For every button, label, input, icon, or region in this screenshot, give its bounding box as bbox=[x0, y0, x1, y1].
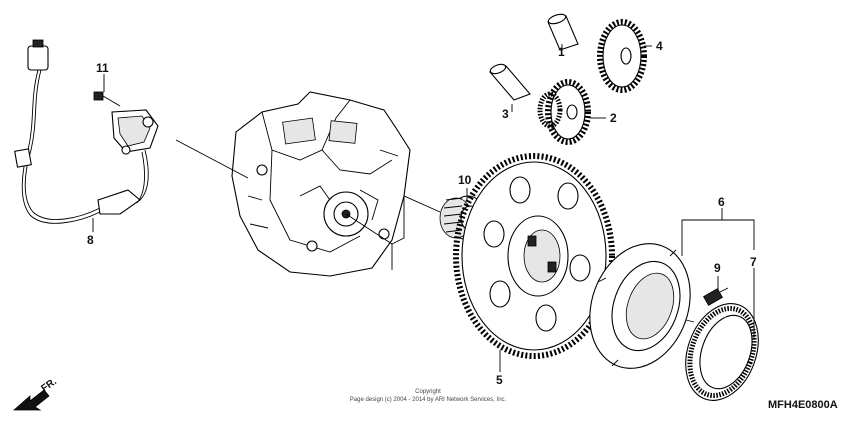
shaft-1[interactable] bbox=[547, 12, 579, 51]
callout-6: 6 bbox=[718, 195, 725, 209]
diagram-code: MFH4E0800A bbox=[768, 399, 838, 411]
sensor-harness[interactable] bbox=[14, 39, 149, 224]
callout-11: 11 bbox=[96, 61, 109, 75]
front-arrow-icon bbox=[12, 389, 50, 411]
shaft-3[interactable] bbox=[489, 63, 531, 101]
reduction-gear-2[interactable] bbox=[537, 79, 591, 145]
sensor-bracket[interactable] bbox=[111, 109, 159, 155]
callout-7: 7 bbox=[750, 255, 757, 269]
callout-8: 8 bbox=[87, 233, 94, 247]
bolt-11[interactable] bbox=[93, 91, 121, 107]
callout-4: 4 bbox=[656, 39, 663, 53]
callout-3: 3 bbox=[502, 107, 509, 121]
bolt-9[interactable] bbox=[703, 287, 729, 306]
callout-1: 1 bbox=[558, 45, 565, 59]
copyright-line-1: Copyright bbox=[415, 389, 441, 395]
starter-clutch-outer-6[interactable] bbox=[573, 229, 707, 382]
callout-2: 2 bbox=[610, 111, 617, 125]
engine-block bbox=[231, 91, 411, 277]
copyright-line-2: Page design (c) 2004 - 2014 by ARI Netwo… bbox=[350, 397, 507, 403]
idle-gear-4[interactable] bbox=[597, 19, 647, 93]
one-way-clutch-7[interactable] bbox=[673, 293, 771, 410]
callout-10: 10 bbox=[458, 173, 472, 187]
callout-9: 9 bbox=[714, 261, 721, 275]
starter-driven-gear-5[interactable] bbox=[453, 153, 615, 359]
callout-5: 5 bbox=[496, 373, 503, 387]
